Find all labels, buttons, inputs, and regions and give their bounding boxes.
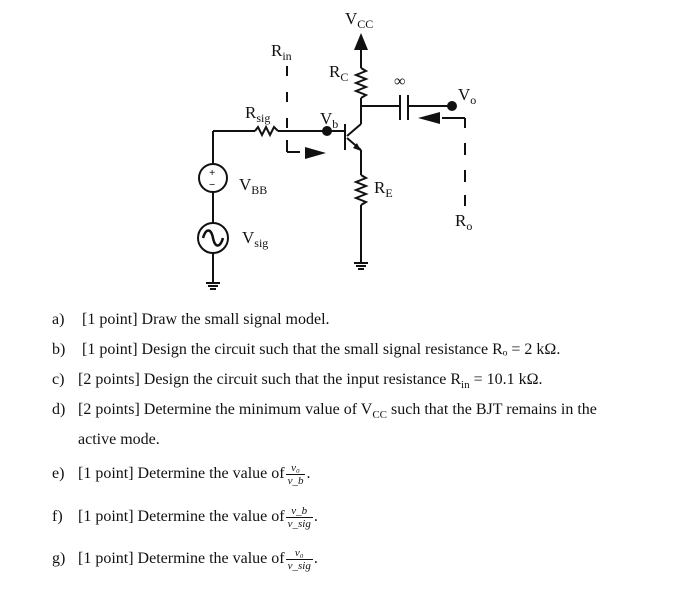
question-g-label: g) [52,550,66,568]
fraction-numerator: v_b [285,505,313,518]
fraction-numerator: v₀ [285,462,306,475]
question-f-text: [1 point] Determine the value of [78,508,285,526]
question-f-period: . [313,508,318,526]
re-label: RE [374,178,393,200]
ro-arrow [418,112,440,124]
vbb-plus-sign: + [209,167,215,179]
ground-emitter [354,262,368,270]
fraction-denominator: v_sig [287,560,311,572]
rin-label: Rin [271,41,292,63]
question-g-text: [1 point] Determine the value of [78,550,285,568]
question-e-label: e) [52,465,65,483]
fraction-denominator: v_b [287,475,304,487]
question-c-label: c) [52,371,65,388]
vb-label: Vb [320,109,338,131]
question-f-label: f) [52,508,63,526]
rc-resistor [353,67,369,99]
question-a-label: a) [52,311,65,328]
question-e-text: [1 point] Determine the value of [78,465,285,483]
vcc-label: VCC [345,9,373,31]
vb-node [322,126,332,136]
rc-label: RC [329,62,348,84]
rsig-resistor [254,124,279,138]
rsig-label: Rsig [245,103,270,125]
emitter-arrow [353,143,361,151]
question-g-period: . [313,550,318,568]
vsig-label: Vsig [242,228,268,250]
question-b-text: [1 point] Design the circuit such that t… [82,341,561,358]
question-d-label: d) [52,401,66,418]
re-resistor [353,174,369,206]
fraction-denominator: v_sig [287,518,311,530]
question-a: a) [1 point] Draw the small signal model… [52,310,330,330]
rin-dashed [286,66,300,153]
question-c-text: [2 points] Design the circuit such that … [78,371,462,388]
vbb-label: VBB [239,175,267,197]
question-d-continuation: active mode. [78,431,160,448]
ground-source [206,282,220,290]
vbb-source [198,163,228,193]
question-c-sub: in [461,379,470,392]
ro-label: Ro [455,211,472,233]
question-c: c) [2 points] Design the circuit such tha… [52,370,543,395]
vo-label: Vo [458,85,476,107]
ac-sine-icon [201,229,225,247]
vcc-arrow [354,33,368,50]
capacitor-value: ∞ [394,73,405,90]
fraction-numerator: v₀ [285,547,313,560]
question-d-text: [2 points] Determine the minimum value o… [78,401,373,418]
question-e-period: . [306,465,311,483]
question-b: b) [1 point] Design the circuit such tha… [52,340,560,360]
question-b-label: b) [52,341,66,358]
rin-arrow [305,147,326,159]
question-d-sub: CC [372,409,387,422]
question-d-text-end: such that the BJT remains in the [387,401,597,418]
question-c-text-end: = 10.1 kΩ. [469,371,543,388]
circuit-diagram: VCC Rin RC ∞ Vo Rsig Vb RE VBB Vsig Ro +… [197,9,476,290]
question-a-text: [1 point] Draw the small signal model. [82,311,330,328]
vbb-minus-sign: − [209,179,215,191]
circuit-wires [212,50,452,282]
question-d: d) [2 points] Determine the minimum value… [52,400,597,425]
vo-node [447,101,457,111]
ro-dashed [442,117,466,206]
